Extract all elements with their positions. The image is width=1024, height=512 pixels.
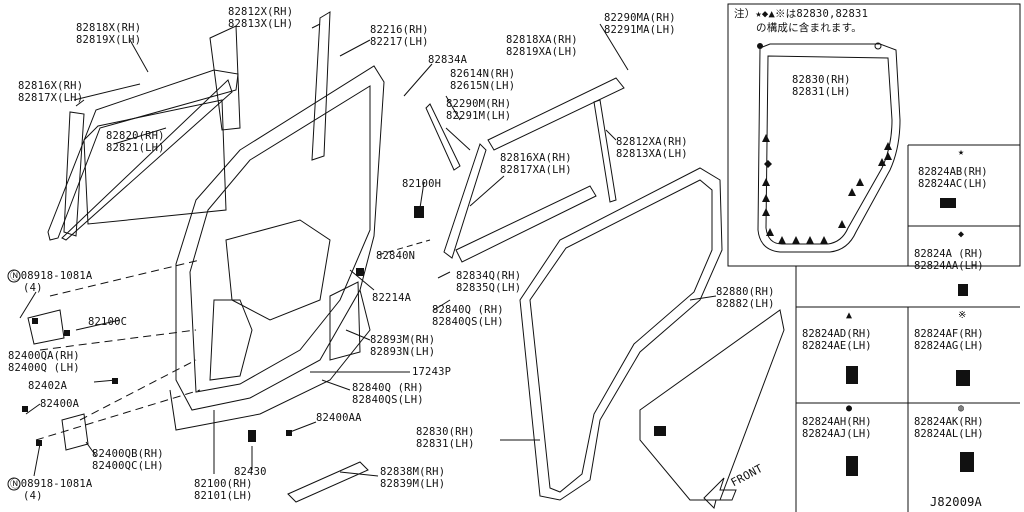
legend-dot-icon: ● — [846, 403, 853, 414]
callout-82100: 82100(RH) 82101(LH) — [194, 478, 253, 502]
clip-circle-img — [960, 452, 974, 472]
bottom-moulding — [287, 461, 369, 503]
callout-82816xa: 82816XA(RH) 82817XA(LH) — [500, 152, 572, 176]
callout-82400qa: 82400QA(RH) 82400Q (LH) — [8, 350, 80, 374]
callout-82614n: 82614N(RH) 82615N(LH) — [450, 68, 516, 92]
legend-dot: 82824AH(RH) 82824AJ(LH) — [802, 416, 872, 440]
screen-handle-hole — [654, 426, 666, 436]
door-panel — [175, 65, 385, 411]
callout-82812xa: 82812XA(RH) 82813XA(LH) — [616, 136, 688, 160]
callout-82834a: 82834A — [428, 54, 468, 66]
callout-82840n: 82840N — [376, 250, 416, 262]
callout-82214a: 82214A — [372, 292, 412, 304]
stopper-82100h — [414, 206, 424, 218]
callout-82402a: 82402A — [28, 380, 68, 392]
callout-82818x: 82818X(RH) 82819X(LH) — [76, 22, 142, 46]
n-mark-top — [7, 269, 21, 283]
callout-08918-bottom: Ⓝ08918-1081A (4) — [10, 478, 93, 502]
note-line-1: 注）★◆▲※は82830,82831 — [734, 8, 869, 20]
n-mark-bottom — [7, 477, 21, 491]
legend-star: 82824AB(RH) 82824AC(LH) — [918, 166, 988, 190]
front-arrow — [703, 477, 737, 509]
callout-82840q-1: 82840Q (RH) 82840QS(LH) — [432, 304, 504, 328]
callout-82400aa: 82400AA — [316, 412, 362, 424]
callout-82812x: 82812X(RH) 82813X(LH) — [228, 6, 294, 30]
legend-triangle: 82824AD(RH) 82824AE(LH) — [802, 328, 872, 352]
callout-82838m: 82838M(RH) 82839M(LH) — [380, 466, 446, 490]
callout-82880: 82880(RH) 82882(LH) — [716, 286, 775, 310]
lower-hinge — [61, 413, 89, 451]
callout-82816x: 82816X(RH) 82817X(LH) — [18, 80, 84, 104]
inset-clip-markers — [757, 43, 892, 244]
legend-circle: 82824AK(RH) 82824AL(LH) — [914, 416, 984, 440]
clip-dot-img — [846, 456, 858, 476]
callout-82830-inset: 82830(RH) 82831(LH) — [792, 74, 851, 98]
sash-front — [311, 11, 331, 161]
clip-82893 — [329, 281, 361, 361]
callout-82100h: 82100H — [402, 178, 442, 190]
note-line-2: の構成に含まれます。 — [756, 22, 862, 34]
callout-82830: 82830(RH) 82831(LH) — [416, 426, 475, 450]
moulding-82834 — [455, 185, 597, 263]
legend-triangle-icon: ▲ — [846, 310, 853, 321]
callout-82290ma: 82290MA(RH) 82291MA(LH) — [604, 12, 676, 36]
callout-82290m: 82290M(RH) 82291M(LH) — [446, 98, 512, 122]
clip-asterisk-img — [956, 370, 970, 386]
diagram-id: J82009A — [930, 495, 982, 509]
clip-star-img — [940, 198, 956, 208]
bolt-upper — [32, 318, 38, 324]
clip-triangle-img — [846, 366, 858, 384]
upper-hinge — [27, 309, 65, 345]
callout-82818xa: 82818XA(RH) 82819XA(LH) — [506, 34, 578, 58]
callout-82430: 82430 — [234, 466, 267, 478]
legend-diamond-icon: ◆ — [958, 229, 965, 240]
callout-82216: 82216(RH) 82217(LH) — [370, 24, 429, 48]
callout-82400qb: 82400QB(RH) 82400QC(LH) — [92, 448, 164, 472]
legend-circle-icon: ◍ — [958, 403, 965, 414]
callout-82820: 82820(RH) 82821(LH) — [106, 130, 165, 154]
legend-star-icon: ★ — [958, 147, 965, 158]
check-link — [248, 430, 256, 442]
callout-17243p: 17243P — [412, 366, 452, 378]
inset-weatherstrip — [757, 43, 901, 253]
legend-asterisk: 82824AF(RH) 82824AG(LH) — [914, 328, 984, 352]
clip-diamond-img — [958, 284, 968, 296]
callout-82100c: 82100C — [88, 316, 128, 328]
callout-82400a: 82400A — [40, 398, 80, 410]
opening-weatherstrip — [519, 167, 723, 501]
legend-asterisk-icon: ※ — [958, 310, 967, 321]
callout-08918-top: Ⓝ08918-1081A (4) — [10, 270, 93, 294]
door-glass — [83, 99, 227, 225]
legend-diamond: 82824A (RH) 82824AA(LH) — [914, 248, 984, 272]
callout-82840q-2: 82840Q (RH) 82840QS(LH) — [352, 382, 424, 406]
bolt-82214a — [356, 268, 364, 276]
inset-frame — [727, 3, 1021, 267]
outer-belt — [487, 77, 625, 151]
sash-rear — [209, 25, 241, 131]
callout-82893m: 82893M(RH) 82893N(LH) — [370, 334, 436, 358]
callout-82834q: 82834Q(RH) 82835Q(LH) — [456, 270, 522, 294]
